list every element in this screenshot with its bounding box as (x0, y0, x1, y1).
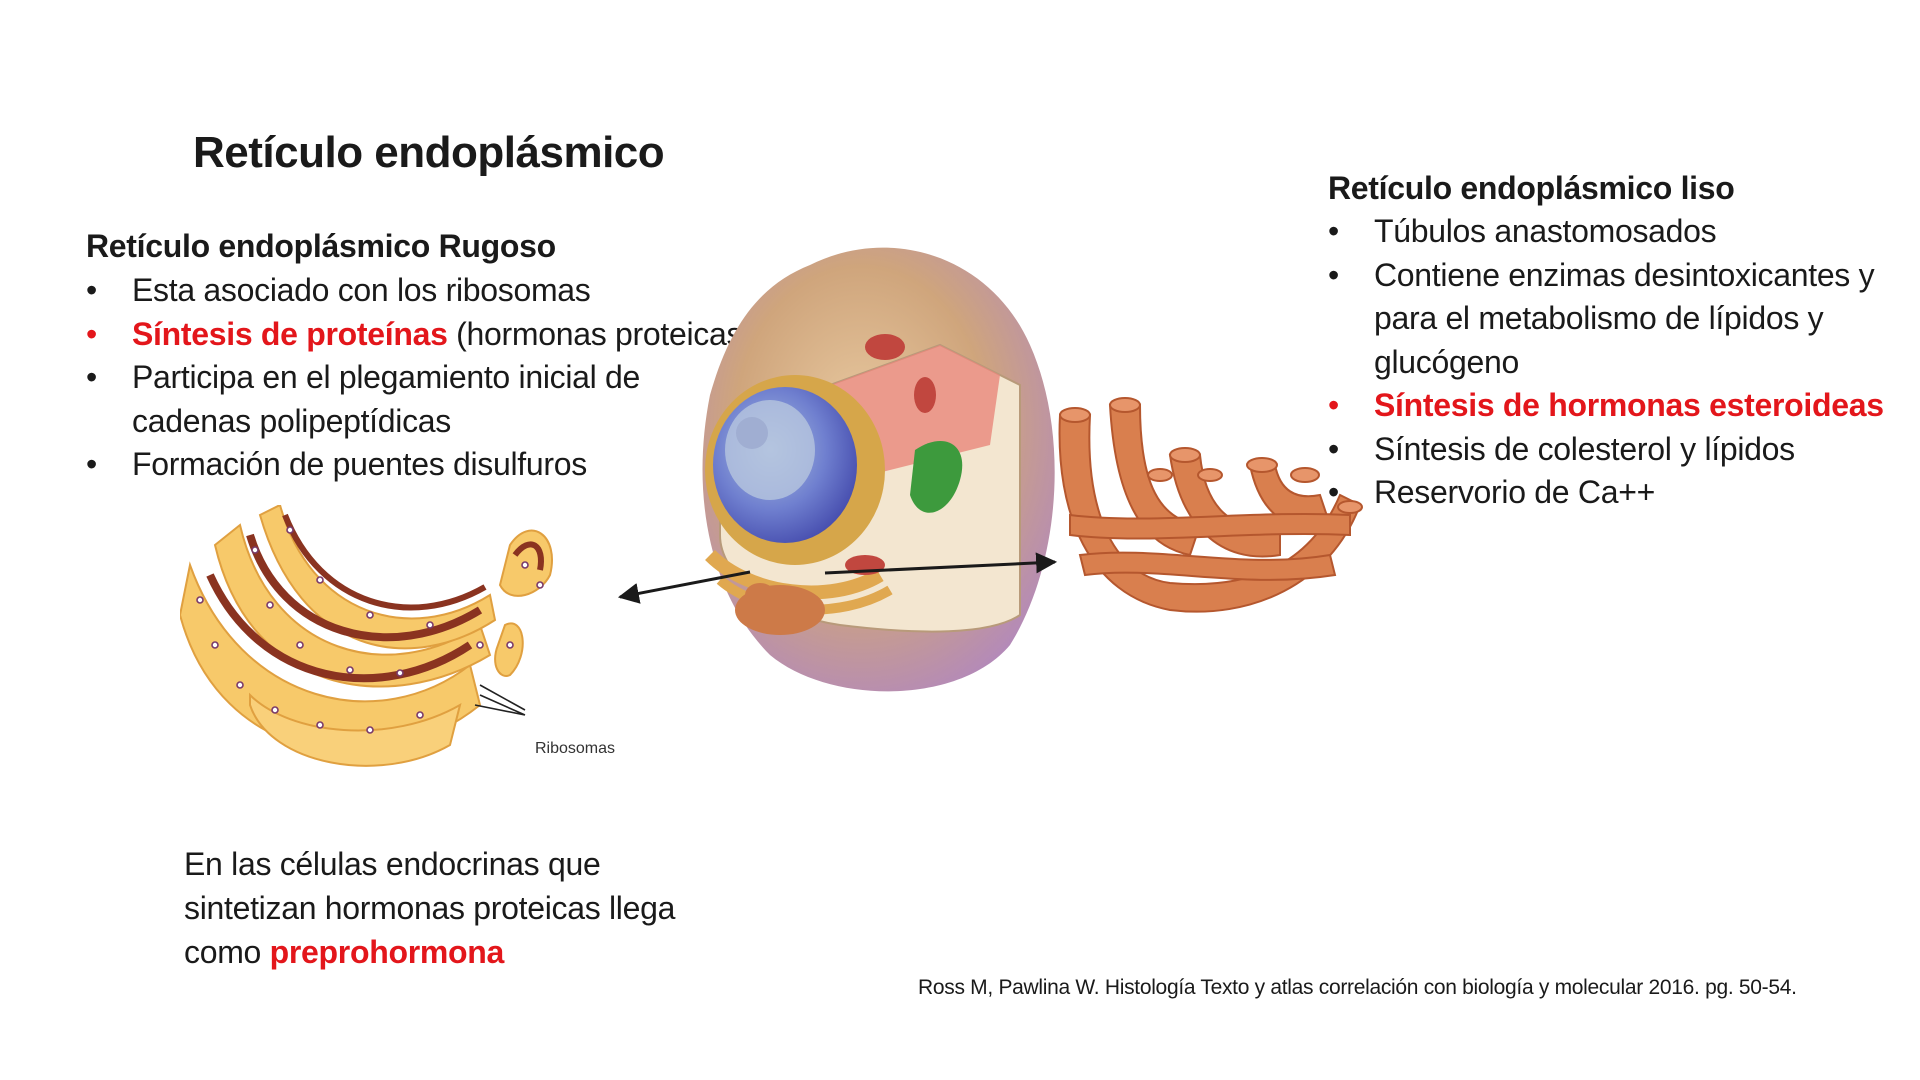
list-item: • Reservorio de Ca++ (1328, 471, 1908, 515)
bullet-text: Participa en el plegamiento inicial de c… (132, 359, 641, 439)
rough-er-heading: Retículo endoplásmico Rugoso (86, 228, 556, 264)
bullet-text: Túbulos anastomosados (1374, 213, 1717, 249)
list-item: • Síntesis de colesterol y lípidos (1328, 428, 1908, 472)
bullet-text: Formación de puentes disulfuros (132, 446, 587, 482)
bullet-dot: • (1328, 256, 1339, 293)
bullet-dot: • (1328, 474, 1339, 510)
bullet-text: Reservorio de Ca++ (1374, 474, 1655, 510)
bottom-note-highlight: preprohormona (269, 934, 505, 970)
bullet-dot: • (1328, 387, 1339, 423)
rough-er-section: Retículo endoplásmico Rugoso • Esta asoc… (86, 228, 766, 487)
bullet-dot: • (86, 359, 97, 395)
list-item: • Túbulos anastomosados (1328, 210, 1908, 254)
bullet-text: (hormonas proteicas) (447, 315, 753, 352)
bottom-note: En las células endocrinas que sintetizan… (184, 842, 704, 974)
bullet-highlight: Síntesis de hormonas esteroideas (1374, 387, 1884, 423)
citation: Ross M, Pawlina W. Histología Texto y at… (918, 976, 1797, 999)
smooth-er-heading: Retículo endoplásmico liso (1328, 170, 1735, 206)
arrow-to-rough-er (617, 570, 751, 604)
bullet-dot: • (1328, 430, 1339, 467)
bullet-text: Contiene enzimas desintoxicantes y para … (1374, 256, 1875, 380)
smooth-er-illustration (1058, 397, 1363, 613)
list-item: • Formación de puentes disulfuros (86, 443, 766, 487)
smooth-er-section: Retículo endoplásmico liso • Túbulos ana… (1328, 170, 1908, 515)
bottom-note-text: En las células endocrinas que sintetizan… (184, 846, 676, 970)
rough-er-illustration (180, 505, 553, 767)
bullet-dot: • (86, 446, 97, 482)
smooth-er-list: • Túbulos anastomosados • Contiene enzim… (1328, 210, 1908, 515)
rough-er-list: • Esta asociado con los ribosomas • Sínt… (86, 269, 766, 487)
bullet-highlight: Síntesis de proteínas (132, 315, 448, 352)
cell-illustration (702, 247, 1055, 692)
list-item: • Esta asociado con los ribosomas (86, 269, 766, 313)
bullet-dot: • (86, 315, 97, 352)
list-item: • Síntesis de hormonas esteroideas (1328, 384, 1908, 428)
arrows-overlay (617, 552, 1058, 604)
bullet-text: Síntesis de colesterol y lípidos (1374, 430, 1795, 467)
ribosome-label: Ribosomas (535, 740, 616, 757)
list-item: • Contiene enzimas desintoxicantes y par… (1328, 254, 1908, 385)
slide-title: Retículo endoplásmico (193, 128, 665, 177)
list-item: • Síntesis de proteínas (hormonas protei… (86, 313, 766, 357)
bullet-dot: • (1328, 213, 1339, 249)
list-item: • Participa en el plegamiento inicial de… (86, 356, 672, 443)
arrow-to-smooth-er (824, 552, 1058, 575)
bullet-dot: • (86, 272, 97, 308)
bullet-text: Esta asociado con los ribosomas (132, 272, 591, 308)
